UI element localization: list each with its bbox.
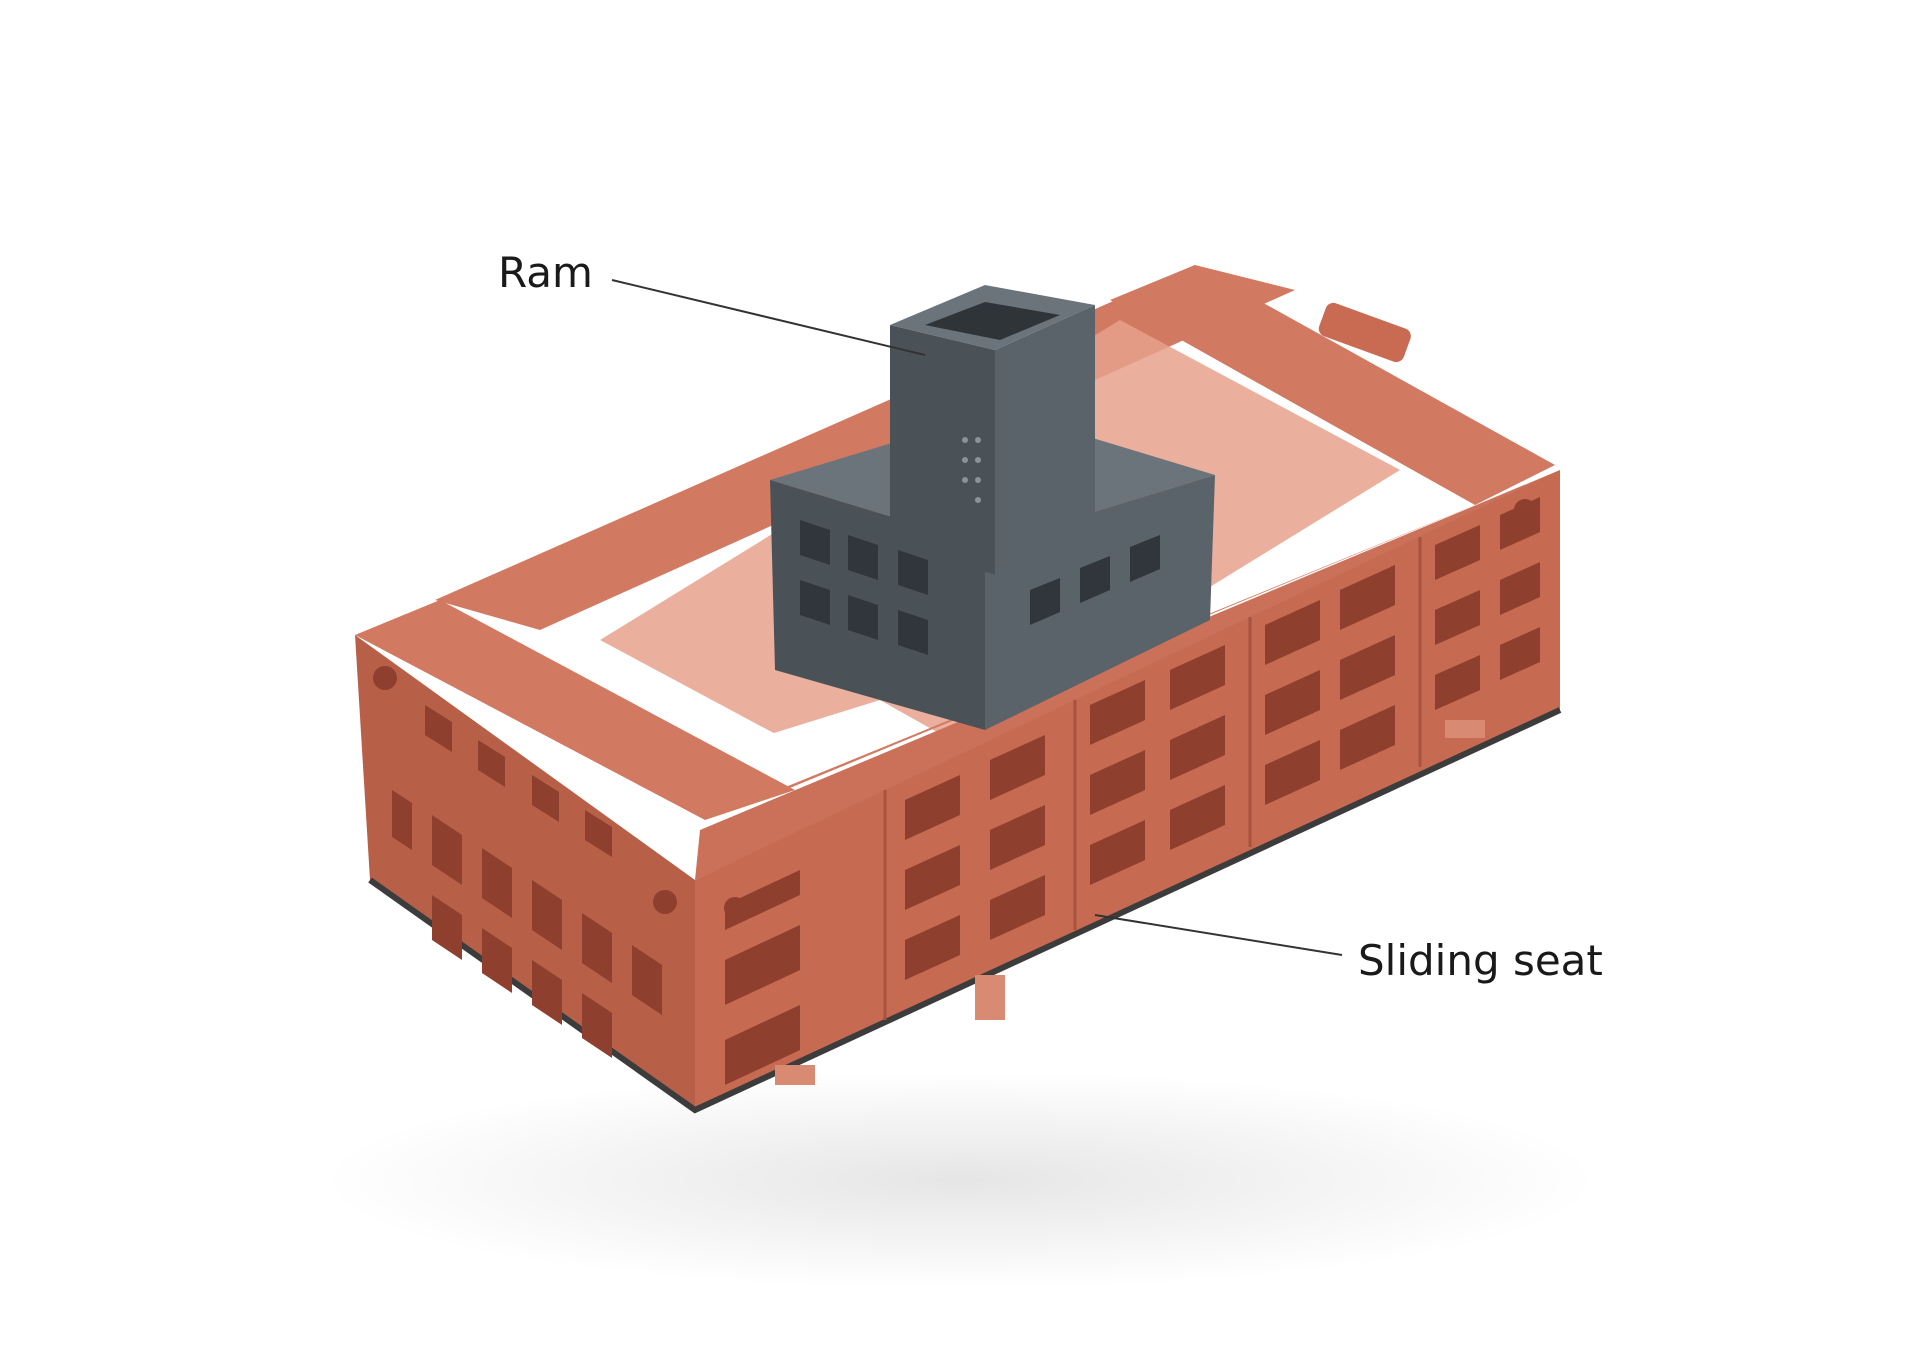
seat-front-openings: [724, 497, 1540, 1085]
ram-column-bore: [925, 302, 1060, 340]
seat-front-panels: [883, 537, 1422, 1020]
seat-left-face: [355, 635, 695, 1110]
ram-column-left: [890, 325, 995, 575]
seat-feet: [775, 720, 1485, 1085]
seat-rod: [1318, 302, 1411, 363]
sliding-seat-leader-line: [1094, 914, 1343, 956]
sliding-seat-label: Sliding seat: [1358, 936, 1603, 985]
seat-bottom-edge: [368, 707, 1562, 1114]
seat-left-top: [355, 600, 795, 820]
ram: [770, 285, 1215, 730]
ground-shadow: [320, 1070, 1600, 1290]
seat-right-top: [1110, 265, 1555, 505]
ram-leader-line: [611, 279, 926, 356]
ram-column-right: [995, 305, 1095, 575]
seat-left-openings: [373, 666, 677, 1058]
ram-bolts: [962, 437, 981, 503]
ram-base-openings: [800, 520, 1160, 655]
ram-label: Ram: [498, 248, 593, 297]
